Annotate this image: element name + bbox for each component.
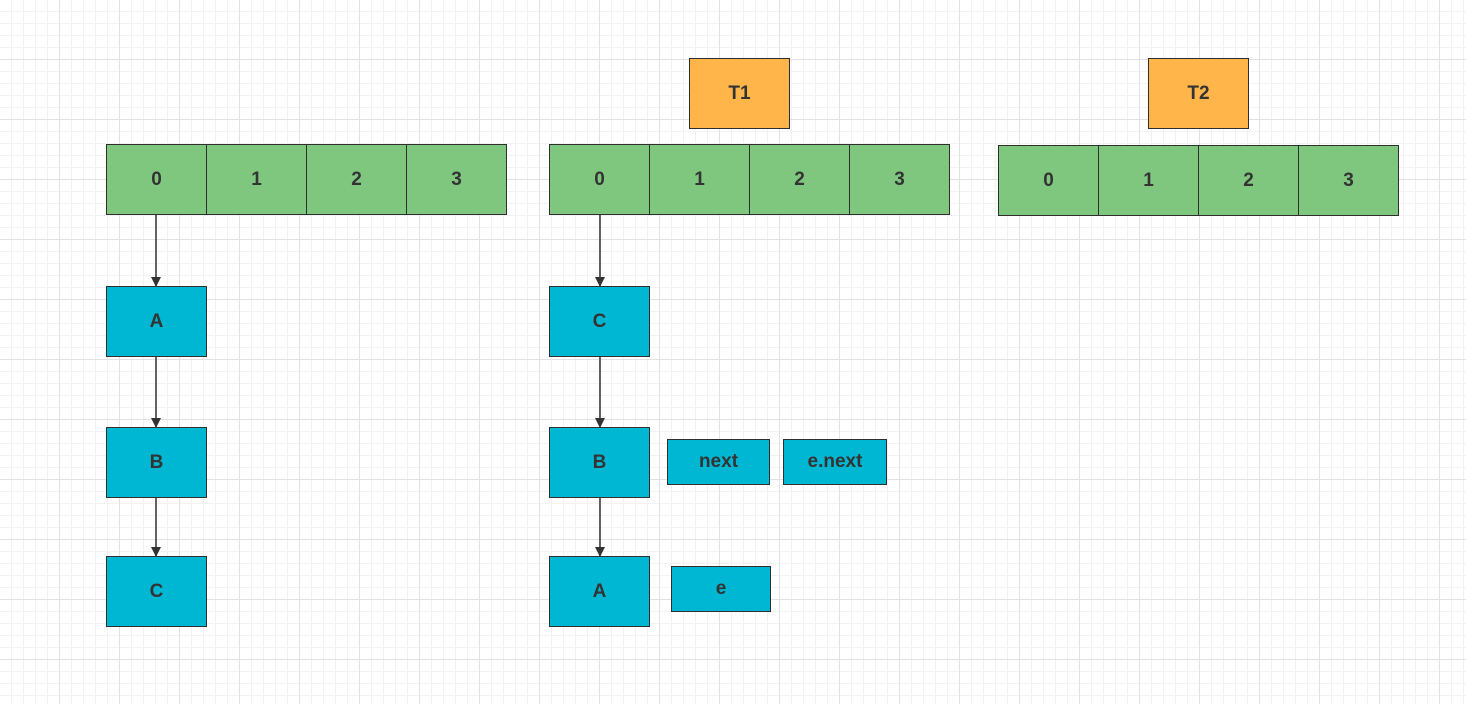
thread-t1-label: T1 [689,58,790,129]
array-original: 0 1 2 3 [106,144,507,215]
pointer-label: e [715,578,727,599]
original-node-a: A [106,286,207,357]
array-cell: 3 [849,144,950,215]
array-t1: 0 1 2 3 [549,144,950,215]
pointer-e: e [671,566,771,612]
node-label: C [592,310,607,332]
array-cell-label: 3 [894,168,905,190]
pointer-e-next: e.next [783,439,887,485]
pointer-next: next [667,439,770,485]
t1-node-a: A [549,556,650,627]
array-cell: 0 [106,144,207,215]
array-cell: 0 [998,145,1099,216]
t1-node-b: B [549,427,650,498]
array-cell-label: 2 [351,168,362,190]
node-label: A [592,580,607,602]
array-cell: 2 [306,144,407,215]
array-t2: 0 1 2 3 [998,145,1399,216]
array-cell-label: 3 [1343,169,1354,191]
node-label: B [149,451,164,473]
node-label: B [592,451,607,473]
array-cell-label: 1 [694,168,705,190]
array-cell: 0 [549,144,650,215]
array-cell: 1 [649,144,750,215]
thread-label: T1 [728,82,751,104]
array-cell-label: 0 [1043,169,1054,191]
array-cell: 3 [1298,145,1399,216]
original-node-c: C [106,556,207,627]
array-cell-label: 1 [1143,169,1154,191]
node-label: A [149,310,164,332]
original-node-b: B [106,427,207,498]
array-cell-label: 2 [1243,169,1254,191]
array-cell-label: 0 [594,168,605,190]
pointer-label: next [698,451,739,472]
array-cell-label: 3 [451,168,462,190]
node-label: C [149,580,164,602]
array-cell: 1 [1098,145,1199,216]
array-cell-label: 0 [151,168,162,190]
thread-t2-label: T2 [1148,58,1249,129]
array-cell: 2 [1198,145,1299,216]
array-cell: 1 [206,144,307,215]
t1-node-c: C [549,286,650,357]
array-cell: 2 [749,144,850,215]
array-cell-label: 1 [251,168,262,190]
array-cell-label: 2 [794,168,805,190]
pointer-label: e.next [807,451,863,472]
thread-label: T2 [1187,82,1210,104]
array-cell: 3 [406,144,507,215]
